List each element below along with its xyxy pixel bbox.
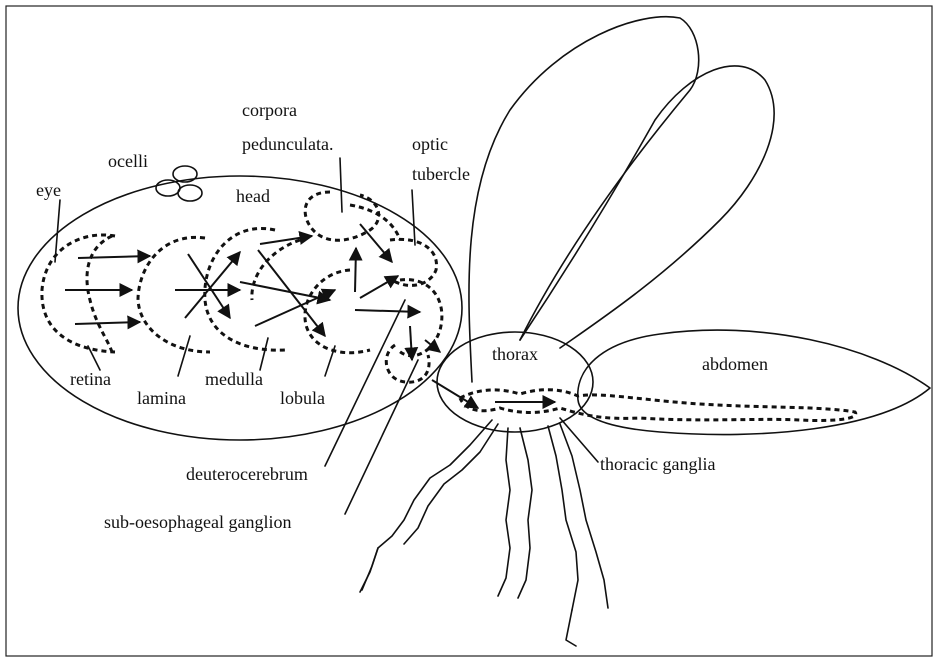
label-deuterocerebrum: deuterocerebrum	[186, 464, 308, 484]
optic-tubercle-structure	[390, 239, 437, 285]
label-lamina: lamina	[137, 388, 186, 408]
label-lobula: lobula	[280, 388, 325, 408]
legs	[360, 420, 608, 646]
head-capsule	[18, 176, 462, 440]
label-head: head	[236, 186, 270, 206]
signal-arrows	[65, 224, 555, 408]
label-abdomen: abdomen	[702, 354, 768, 374]
lobula-structure	[305, 270, 370, 353]
wing-front	[520, 66, 774, 348]
deuterocerebrum-structure	[398, 280, 442, 356]
label-medulla: medulla	[205, 369, 263, 389]
label-optic: optic	[412, 134, 448, 154]
label-thoracic-ganglia: thoracic ganglia	[600, 454, 715, 474]
labels: eye ocelli head corpora pedunculata. opt…	[36, 100, 768, 532]
thoracic-ganglia-chain	[460, 390, 856, 421]
label-retina: retina	[70, 369, 111, 389]
wings	[469, 17, 774, 382]
lamina-structure	[138, 237, 210, 352]
label-sub-oesophageal-ganglion: sub-oesophageal ganglion	[104, 512, 291, 532]
label-corpora: corpora	[242, 100, 297, 120]
leader-lines	[55, 158, 598, 514]
label-eye: eye	[36, 180, 61, 200]
label-pedunculata: pedunculata.	[242, 134, 333, 154]
sub-oesophageal-structure	[386, 345, 429, 382]
label-thorax: thorax	[492, 344, 538, 364]
label-ocelli: ocelli	[108, 151, 148, 171]
neuropils	[42, 192, 856, 421]
wing-back	[469, 17, 699, 382]
label-tubercle: tubercle	[412, 164, 470, 184]
